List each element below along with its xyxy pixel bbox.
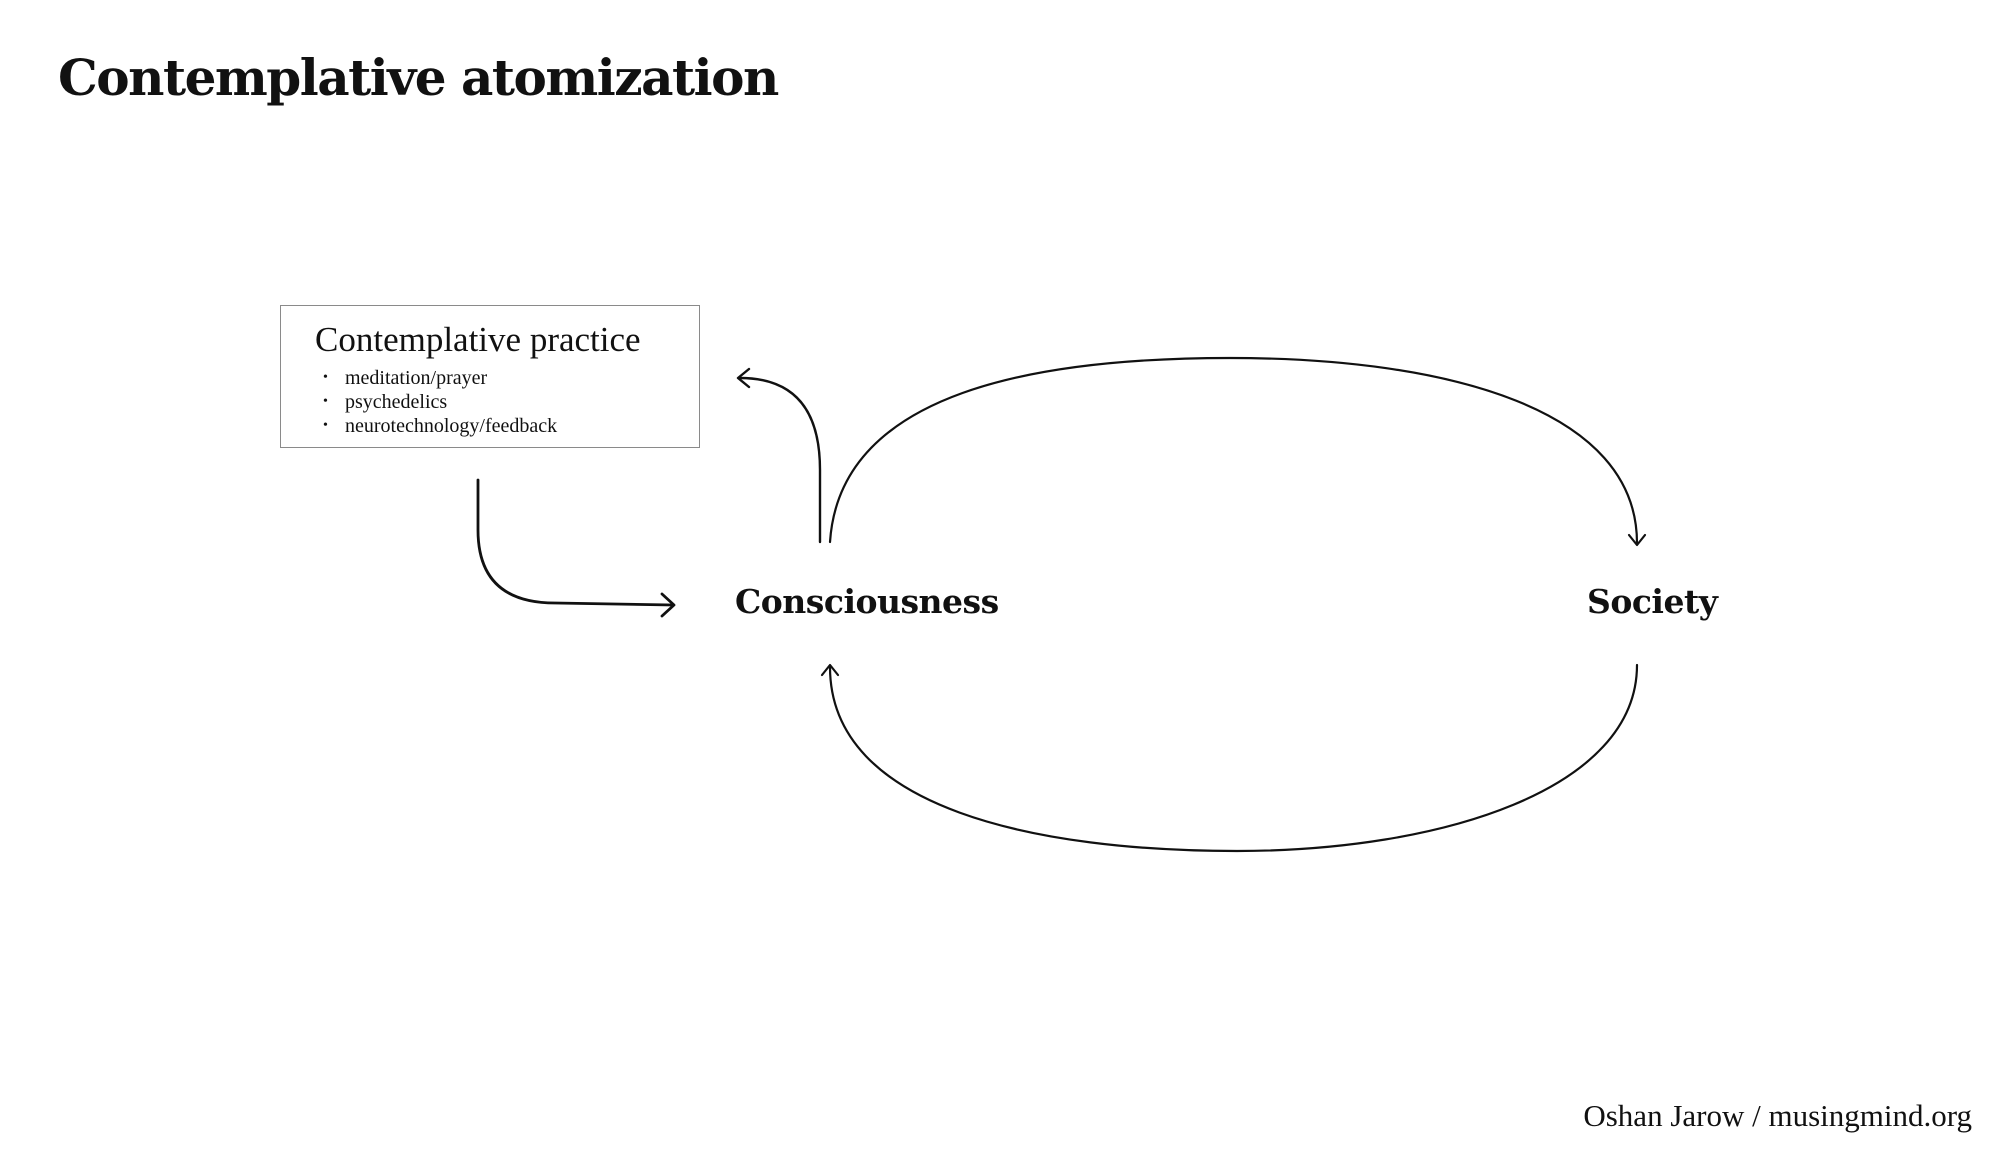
society-to-consciousness-arrowhead xyxy=(820,663,840,677)
practice-heading: Contemplative practice xyxy=(315,320,641,359)
society-to-consciousness-arc xyxy=(828,663,1639,853)
practice-item: meditation/prayer xyxy=(323,366,557,390)
practice-to-consciousness-arrow xyxy=(476,478,675,607)
practice-list: meditation/prayer psychedelics neurotech… xyxy=(323,366,557,438)
consciousness-node: Consciousness xyxy=(735,582,999,621)
consciousness-to-society-arrowhead xyxy=(1627,533,1647,547)
consciousness-to-society-arc xyxy=(828,356,1639,545)
consciousness-to-practice-arrowhead xyxy=(736,367,751,389)
diagram-title: Contemplative atomization xyxy=(58,48,779,107)
practice-item: psychedelics xyxy=(323,390,557,414)
contemplative-practice-box: Contemplative practice meditation/prayer… xyxy=(280,305,700,448)
consciousness-to-practice-arrow xyxy=(738,376,822,544)
credit-line: Oshan Jarow / musingmind.org xyxy=(1583,1098,1972,1133)
practice-to-consciousness-arrowhead xyxy=(660,592,676,618)
society-node: Society xyxy=(1587,582,1718,621)
practice-item: neurotechnology/feedback xyxy=(323,414,557,438)
